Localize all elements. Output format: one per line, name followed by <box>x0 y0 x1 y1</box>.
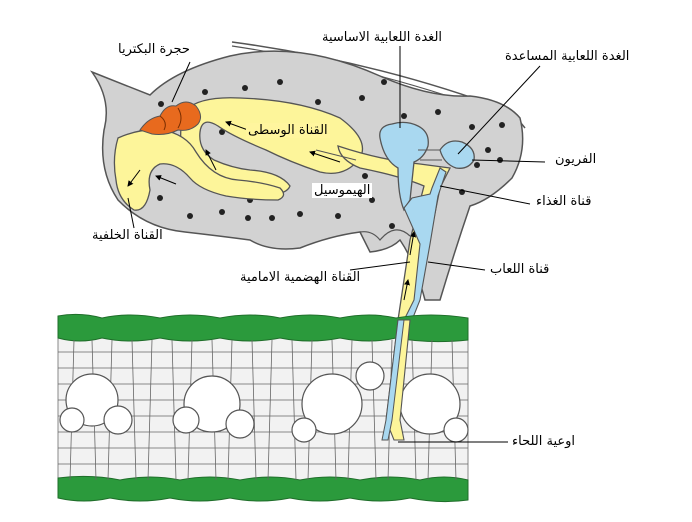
label-foregut: القناة الهضمية الامامية <box>240 270 361 285</box>
upper-epidermis <box>57 313 469 343</box>
label-phloem-vessels: اوعية اللحاء <box>512 434 576 449</box>
vascular-bundles <box>59 361 469 443</box>
label-filter-chamber: الفريون <box>555 152 597 167</box>
body-outline <box>89 50 524 301</box>
insect-body <box>89 41 526 301</box>
principal-salivary-gland-shape <box>379 121 429 212</box>
label-salivary-canal: قناة اللعاب <box>490 262 550 277</box>
lower-epidermis <box>57 475 469 503</box>
label-food-canal: قناة الغذاء <box>536 194 592 209</box>
label-hemocoel: الهيموسيل <box>312 183 373 198</box>
bacteriome <box>139 101 202 135</box>
label-bacteria-stone: حجرة البكتريا <box>118 42 190 57</box>
label-principal-salivary-gland: الغدة اللعابية الاساسية <box>322 30 443 45</box>
label-midgut: القناة الوسطى <box>246 123 330 138</box>
leader-lines <box>127 46 546 443</box>
label-hindgut: القناة الخلفية <box>92 228 163 243</box>
hindgut-shape <box>113 129 285 211</box>
leaf-section <box>57 313 469 503</box>
stylet-in-leaf <box>381 319 411 441</box>
label-accessory-salivary-gland: الغدة اللعابية المساعدة <box>505 49 630 64</box>
